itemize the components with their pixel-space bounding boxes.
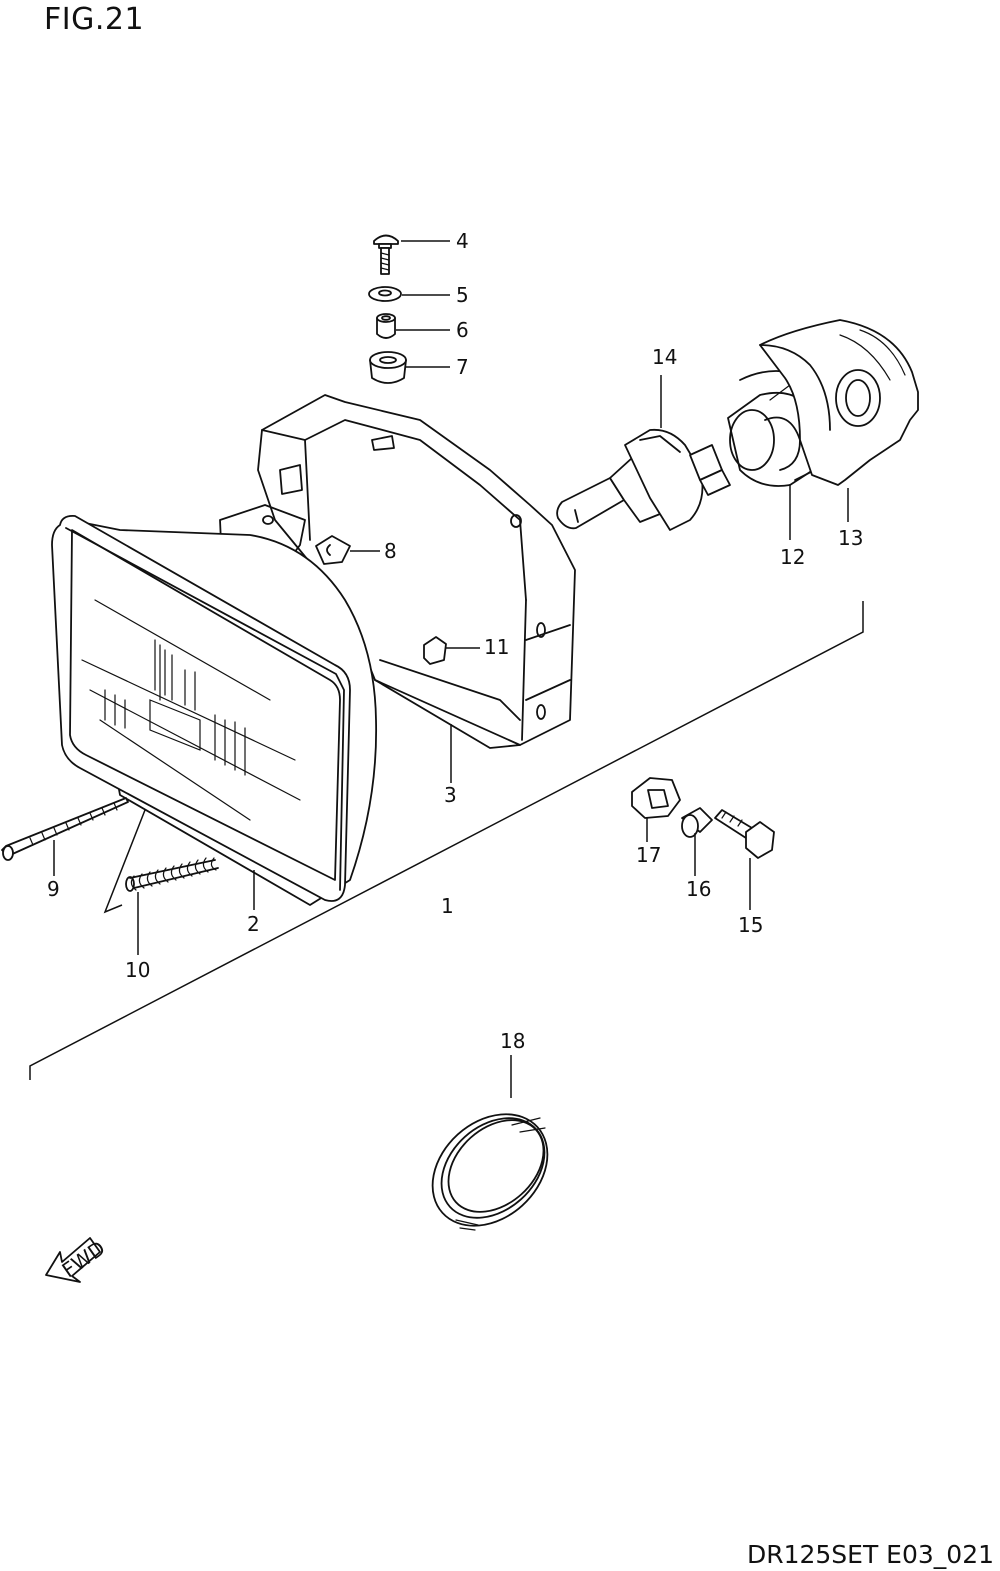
part-spring[interactable]	[103, 809, 219, 955]
part-lens-cap[interactable]	[410, 1055, 569, 1248]
callout-7: 7	[456, 355, 469, 379]
part-collar-16[interactable]	[681, 807, 713, 876]
part-nut-17[interactable]	[631, 777, 681, 842]
callout-2: 2	[247, 912, 260, 936]
callout-15: 15	[738, 913, 763, 937]
callout-9: 9	[47, 877, 60, 901]
callout-12: 12	[780, 545, 805, 569]
part-nut[interactable]	[423, 636, 480, 665]
callout-3: 3	[444, 783, 457, 807]
callout-18: 18	[500, 1029, 525, 1053]
callout-5: 5	[456, 283, 469, 307]
part-rubber-boot[interactable]	[759, 319, 919, 522]
part-bolt[interactable]	[714, 809, 775, 910]
part-long-screw[interactable]	[1, 797, 129, 876]
fwd-arrow-icon: FWD	[45, 1236, 109, 1283]
callout-10: 10	[125, 958, 150, 982]
callout-11: 11	[484, 635, 509, 659]
callout-13: 13	[838, 526, 863, 550]
part-washer[interactable]	[368, 286, 450, 302]
diagram-code: DR125SET E03_021	[746, 1540, 994, 1569]
callout-4: 4	[456, 229, 469, 253]
assembly-bracket	[29, 601, 864, 1080]
callout-8: 8	[384, 539, 397, 563]
callout-14: 14	[652, 345, 677, 369]
part-headlight-unit[interactable]	[51, 515, 378, 910]
part-clip-nut[interactable]	[315, 535, 380, 565]
figure-title: FIG.21	[44, 2, 145, 37]
callout-6: 6	[456, 318, 469, 342]
callout-1: 1	[441, 894, 454, 918]
callout-17: 17	[636, 843, 661, 867]
callout-16: 16	[686, 877, 711, 901]
part-grommet[interactable]	[369, 351, 450, 384]
part-bulb[interactable]	[556, 375, 731, 531]
part-collar[interactable]	[376, 313, 450, 339]
part-screw[interactable]	[373, 234, 450, 275]
